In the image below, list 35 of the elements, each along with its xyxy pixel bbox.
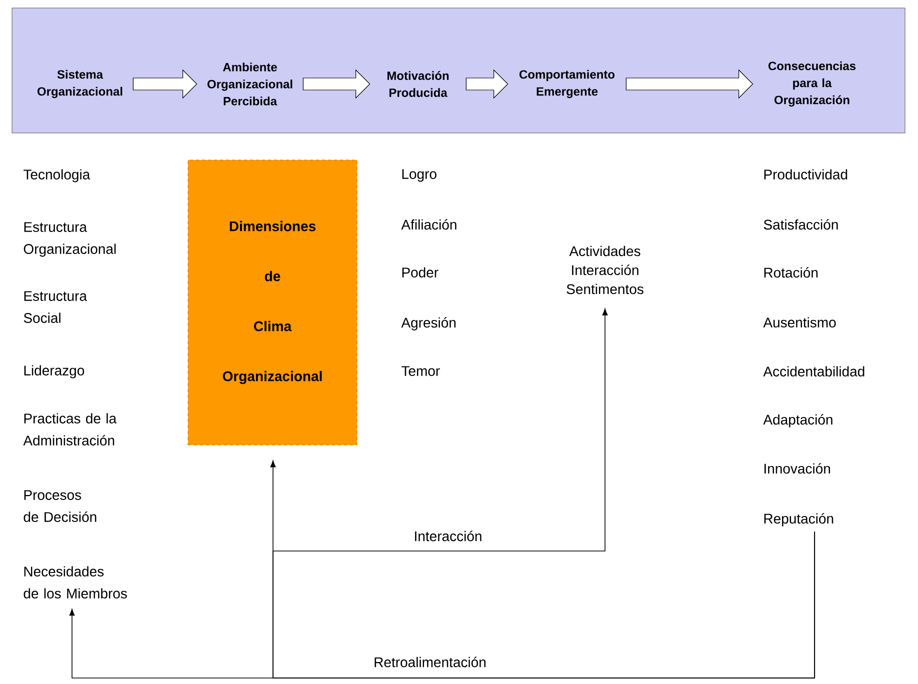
edge-label: Interacción: [412, 530, 484, 542]
text-label: Necesidades de los Miembros: [24, 566, 127, 598]
text-label: Afiliación: [401, 219, 456, 230]
text-label: Poder: [402, 267, 438, 278]
header-band: [12, 8, 906, 134]
text-label: Liderazgo: [24, 365, 84, 378]
text-label: Innovación: [764, 463, 830, 474]
text-label: Rotación: [764, 267, 818, 278]
stage-label: Ambiente Organizacional Percibida: [207, 62, 292, 106]
text-label: Estructura Organizacional: [24, 222, 116, 257]
text-label: Satisfacción: [764, 219, 838, 230]
text-label: Logro: [402, 169, 436, 182]
text-label: Adaptación: [763, 414, 832, 428]
block-arrow: [302, 69, 370, 99]
text-label: Agresión: [401, 317, 456, 330]
text-label: Procesos de Decisión: [24, 490, 96, 522]
arrow: [272, 308, 816, 678]
block-arrow: [626, 69, 754, 99]
block-arrow: [466, 69, 508, 99]
text-label: Reputación: [764, 513, 834, 526]
text-label: Ausentismo: [763, 317, 836, 328]
text-label: Estructura Social: [24, 291, 88, 323]
stage-label: Motivación Producida: [387, 71, 449, 97]
text-label: Tecnologia: [24, 169, 90, 182]
text-label: Temor: [402, 366, 440, 376]
stage-label: Consecuencias para la Organización: [768, 61, 856, 107]
text-label: Accidentabilidad: [763, 366, 864, 376]
edge-label: Retroalimentación: [372, 656, 488, 668]
climate-box: Dimensiones de Clima Organizacional: [188, 160, 358, 446]
block-arrow: [132, 69, 198, 99]
text-label: Productividad: [764, 169, 848, 180]
stage-label: Comportamiento Emergente: [520, 70, 615, 98]
text-label: Practicas de la Administración: [23, 413, 117, 446]
stage-label: Sistema Organizacional: [37, 70, 122, 98]
text-label: Actividades Interacción Sentimentos: [566, 246, 644, 294]
